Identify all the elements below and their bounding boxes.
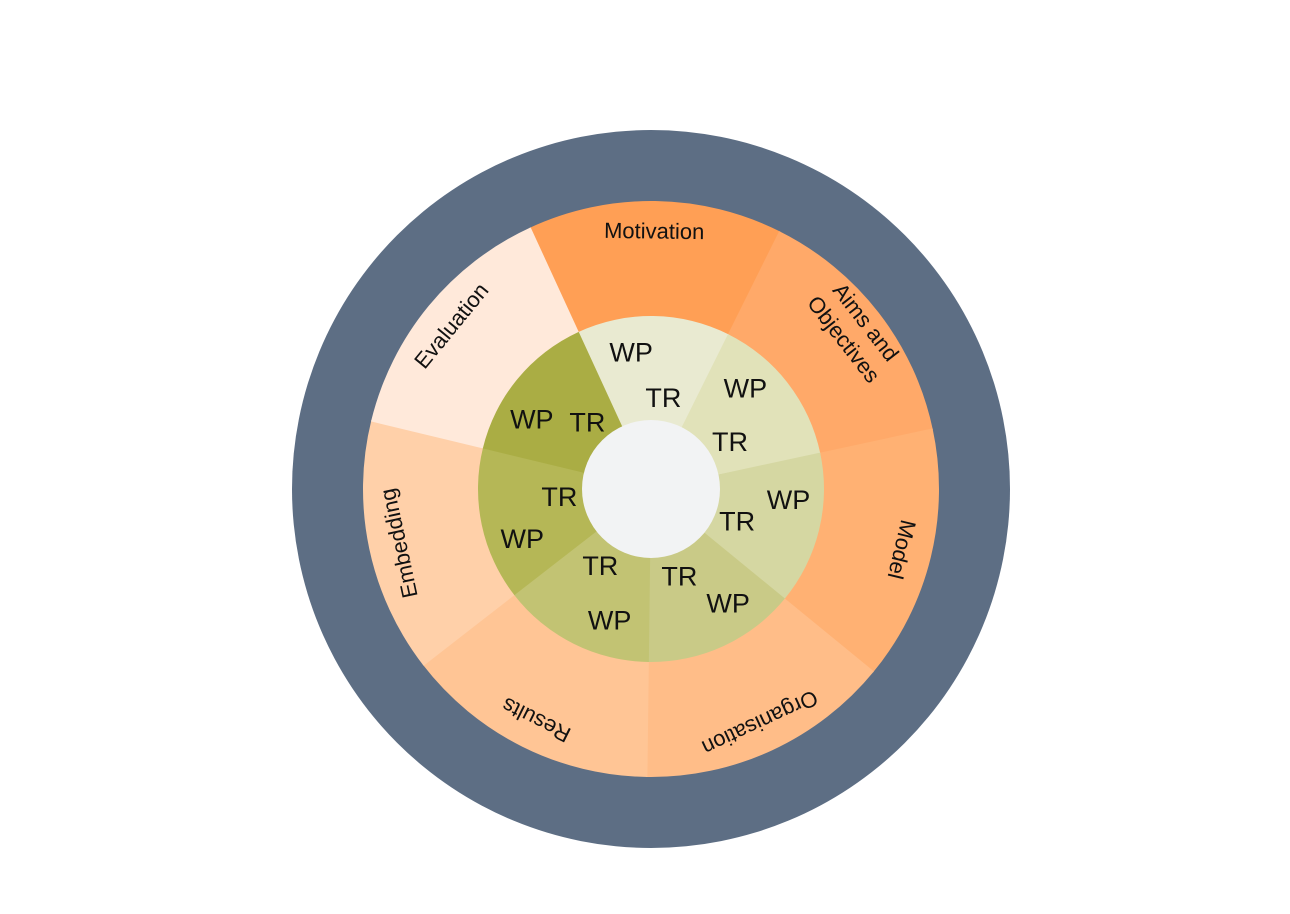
wp-label-aims: WP — [724, 373, 768, 403]
segment-model — [783, 428, 939, 673]
tr-label-results: TR — [582, 551, 618, 581]
inner-segment-motivation — [577, 315, 729, 429]
segment-aims — [727, 231, 933, 454]
inner-segment-organisation — [647, 532, 785, 662]
center-hub — [582, 420, 720, 558]
segment-results — [422, 593, 649, 777]
segment-motivation — [529, 201, 781, 336]
wp-label-model: WP — [767, 485, 811, 515]
segment-evaluation — [371, 227, 580, 449]
inner-segment-model — [703, 452, 824, 600]
tr-label-motivation: TR — [645, 383, 681, 413]
tr-label-embedding: TR — [541, 482, 577, 512]
tr-label-organisation: TR — [661, 561, 697, 591]
outer-segments — [363, 201, 939, 778]
inner-segment-embedding — [478, 447, 598, 596]
segment-label-motivation: Motivation — [604, 218, 705, 244]
inner-segment-evaluation — [482, 331, 623, 474]
wp-label-embedding: WP — [501, 524, 545, 554]
tr-label-aims: TR — [712, 427, 748, 457]
inner-segment-aims — [681, 334, 821, 476]
wp-label-motivation: WP — [609, 337, 653, 367]
tr-label-evaluation: TR — [569, 408, 605, 438]
inner-segments — [478, 315, 824, 662]
wp-label-organisation: WP — [706, 588, 750, 618]
wp-label-results: WP — [588, 606, 632, 636]
segment-embedding — [363, 419, 516, 666]
tr-label-model: TR — [719, 506, 755, 536]
inner-segment-results — [513, 530, 651, 662]
wp-label-evaluation: WP — [510, 404, 554, 434]
segment-organisation — [645, 597, 874, 778]
segment-label-group-motivation: Motivation — [604, 218, 705, 244]
